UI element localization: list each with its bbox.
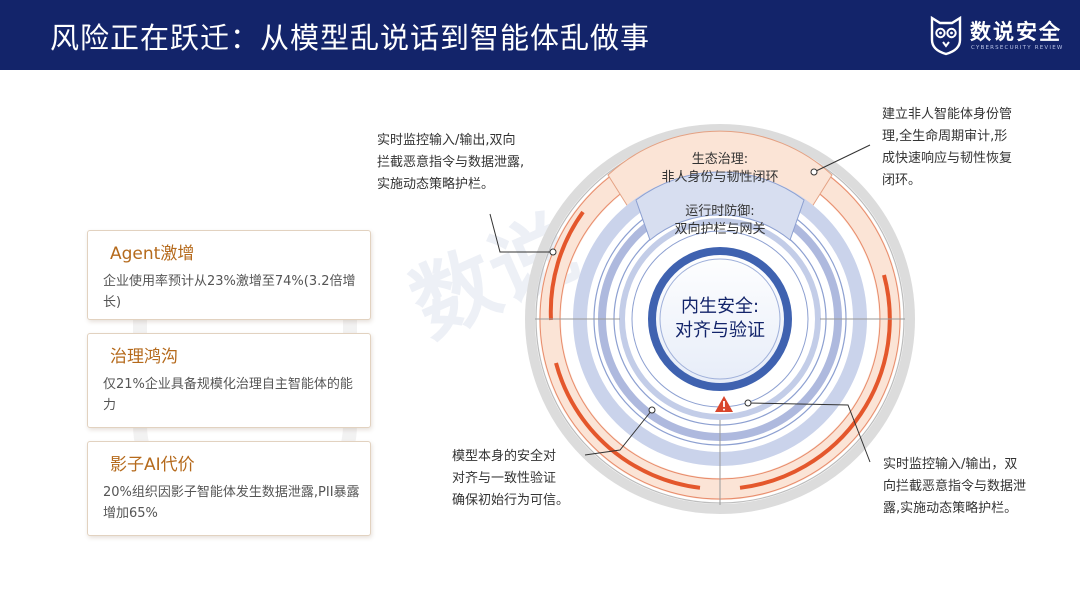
annotation-line: 实施动态策略护栏。 bbox=[377, 177, 495, 192]
annotation-bottom-left: 模型本身的安全对 对齐与一致性验证 确保初始行为可信。 bbox=[452, 446, 592, 512]
runtime-ring-line3 bbox=[619, 218, 821, 420]
runtime-label-line2: 双向护栏与网关 bbox=[674, 221, 765, 237]
ecosystem-orange-arc-upper-left bbox=[548, 210, 585, 321]
annotation-top-right: 建立非人智能体身份管 理,全生命周期审计,形 成快速响应与韧性恢复 闭环。 bbox=[882, 104, 1062, 192]
annotation-line: 确保初始行为可信。 bbox=[452, 493, 570, 508]
card-body: 仅21%企业具备规模化治理自主智能体的能力 bbox=[103, 377, 353, 413]
leader-top-right bbox=[813, 144, 871, 173]
card-shadow-ai-cost: 影子AI代价 20%组织因影子智能体发生数据泄露,PII暴露增加65% bbox=[87, 441, 371, 536]
card-body: 20%组织因影子智能体发生数据泄露,PII暴露增加65% bbox=[103, 485, 360, 521]
page-title: 风险正在跃迁：从模型乱说话到智能体乱做事 bbox=[50, 21, 651, 55]
ecosystem-orange-arc-left bbox=[554, 362, 701, 490]
annotation-line: 模型本身的安全对 bbox=[452, 449, 557, 464]
annotation-line: 对齐与一致性验证 bbox=[452, 471, 557, 486]
annotation-line: 建立非人智能体身份管 bbox=[882, 107, 1013, 122]
card-title: Agent激增 bbox=[110, 244, 195, 264]
warning-triangle-icon bbox=[715, 396, 733, 412]
outer-grey-ring bbox=[525, 124, 915, 514]
annotation-bottom-right: 实时监控输入/输出，双 向拦截恶意指令与数据泄 露,实施动态策略护栏。 bbox=[883, 454, 1063, 520]
header-bar: 风险正在跃迁：从模型乱说话到智能体乱做事 数说安全 CYBERSECURITY … bbox=[0, 0, 1080, 70]
brand: 数说安全 CYBERSECURITY REVIEW bbox=[928, 12, 1068, 60]
annotation-line: 露,实施动态策略护栏。 bbox=[883, 501, 1018, 516]
annotation-line: 实时监控输入/输出，双 bbox=[883, 457, 1018, 472]
annotation-top-left: 实时监控输入/输出,双向 拦截恶意指令与数据泄露, 实施动态策略护栏。 bbox=[377, 130, 577, 196]
leader-dot-bottom-left bbox=[648, 406, 656, 414]
owl-logo-icon bbox=[930, 15, 962, 56]
ecosystem-label-line1: 生态治理: bbox=[692, 152, 748, 167]
leader-bottom-left bbox=[584, 409, 653, 456]
card-governance-gap: 治理鸿沟 仅21%企业具备规模化治理自主智能体的能力 bbox=[87, 333, 371, 428]
card-title: 影子AI代价 bbox=[110, 455, 195, 475]
brand-subtitle: CYBERSECURITY REVIEW bbox=[971, 45, 1064, 51]
core-inner-line bbox=[659, 258, 781, 380]
leader-dot-bottom-right bbox=[744, 399, 752, 407]
annotation-line: 理,全生命周期审计,形 bbox=[882, 129, 1008, 144]
card-title: 治理鸿沟 bbox=[110, 347, 178, 367]
ecosystem-orange-arc-right bbox=[739, 274, 892, 490]
annotation-line: 闭环。 bbox=[882, 173, 922, 188]
core-circle bbox=[648, 247, 792, 391]
annotation-line: 向拦截恶意指令与数据泄 bbox=[883, 479, 1027, 494]
core-label-line1: 内生安全: bbox=[681, 296, 759, 317]
leader-top-left bbox=[489, 213, 553, 253]
annotation-line: 成快速响应与韧性恢复 bbox=[882, 151, 1013, 166]
annotation-line: 拦截恶意指令与数据泄露, bbox=[377, 155, 525, 170]
core-label-line2: 对齐与验证 bbox=[675, 320, 765, 341]
leader-dot-top-left bbox=[549, 248, 557, 256]
leader-bottom-right bbox=[747, 402, 871, 463]
card-body: 企业使用率预计从23%激增至74%(3.2倍增长) bbox=[103, 274, 356, 310]
card-agent-surge: Agent激增 企业使用率预计从23%激增至74%(3.2倍增长) bbox=[87, 230, 371, 320]
runtime-label-line1: 运行时防御: bbox=[685, 203, 754, 219]
brand-name: 数说安全 bbox=[970, 20, 1062, 44]
ecosystem-label-line2: 非人身份与韧性闭环 bbox=[661, 169, 778, 185]
annotation-line: 实时监控输入/输出,双向 bbox=[377, 133, 516, 148]
leader-dot-top-right bbox=[810, 168, 818, 176]
runtime-label-panel bbox=[635, 171, 805, 241]
